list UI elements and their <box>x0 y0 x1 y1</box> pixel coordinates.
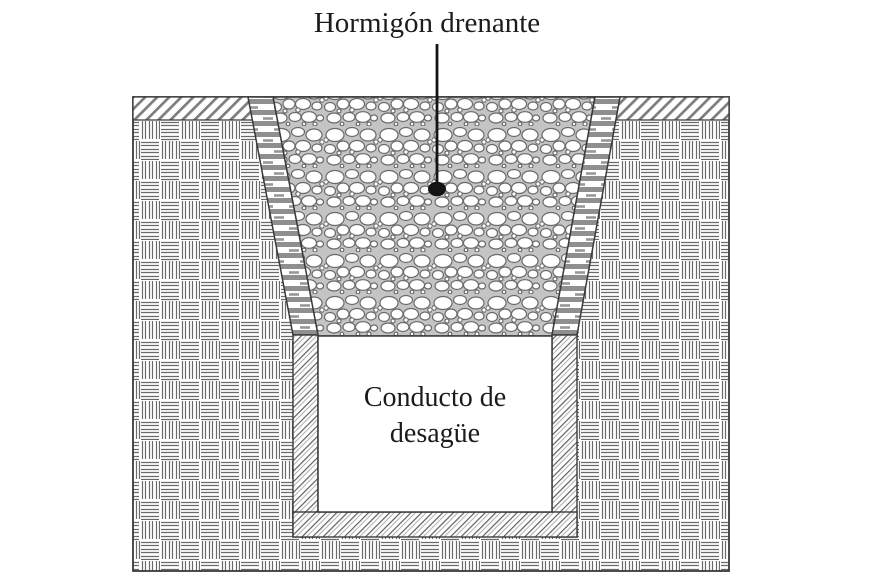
surface-layer-right <box>615 96 730 121</box>
label-conducto-desague: Conducto de desagüe <box>363 382 507 449</box>
conduit-wall-bottom <box>292 511 578 538</box>
conduit-wall-right <box>551 334 578 538</box>
conduit-opening <box>317 335 553 513</box>
porous-concrete-fill <box>272 96 596 337</box>
leader-dot <box>428 181 446 197</box>
conduit-wall-left <box>292 334 319 538</box>
label-hormigon-drenante: Hormigón drenante <box>313 7 541 39</box>
surface-layer-left <box>132 96 254 121</box>
